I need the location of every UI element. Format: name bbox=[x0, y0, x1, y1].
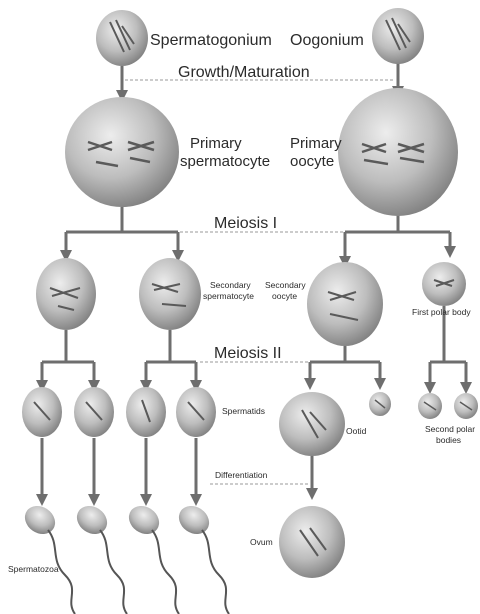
label-first-polar-body: First polar body bbox=[412, 307, 471, 317]
label-growth: Growth/Maturation bbox=[178, 64, 310, 81]
spermatid-cell-4 bbox=[176, 387, 216, 437]
ootid-cell bbox=[279, 392, 345, 456]
label-secondary-spermatocyte-1: Secondary bbox=[210, 280, 251, 290]
second-polar-body-cell-2 bbox=[418, 393, 442, 419]
secondary-spermatocyte-cell-1 bbox=[36, 258, 96, 330]
label-primary-oocyte-2: oocyte bbox=[290, 153, 334, 170]
label-differentiation: Differentiation bbox=[215, 470, 268, 480]
label-secondary-spermatocyte-2: spermatocyte bbox=[203, 291, 254, 301]
spermatozoon-3 bbox=[123, 500, 179, 614]
label-spermatogonium: Spermatogonium bbox=[150, 32, 272, 49]
label-meiosis-1: Meiosis I bbox=[214, 215, 277, 232]
label-oogonium: Oogonium bbox=[290, 32, 364, 49]
first-polar-body-cell bbox=[422, 262, 466, 306]
label-primary-spermatocyte-2: spermatocyte bbox=[180, 153, 270, 170]
ovum-cell bbox=[279, 506, 345, 578]
spermatid-cell-1 bbox=[22, 387, 62, 437]
oogonium-cell bbox=[372, 8, 424, 64]
label-meiosis-2: Meiosis II bbox=[214, 345, 282, 362]
label-secondary-oocyte-2: oocyte bbox=[272, 291, 297, 301]
spermatozoon-4 bbox=[173, 500, 229, 614]
second-polar-body-cell-3 bbox=[454, 393, 478, 419]
spermatid-cell-3 bbox=[126, 387, 166, 437]
label-primary-oocyte-1: Primary bbox=[290, 135, 342, 152]
label-second-polar-bodies-1: Second polar bbox=[425, 424, 475, 434]
label-spermatozoa: Spermatozoa bbox=[8, 564, 59, 574]
secondary-spermatocyte-cell-2 bbox=[139, 258, 201, 330]
primary-spermatocyte-cell bbox=[65, 97, 179, 207]
label-ovum: Ovum bbox=[250, 537, 273, 547]
second-polar-body-cell-1 bbox=[369, 392, 391, 416]
secondary-oocyte-cell bbox=[307, 262, 383, 346]
label-spermatids: Spermatids bbox=[222, 406, 265, 416]
spermatozoon-2 bbox=[71, 500, 127, 614]
label-secondary-oocyte-1: Secondary bbox=[265, 280, 306, 290]
label-primary-spermatocyte-1: Primary bbox=[190, 135, 242, 152]
label-ootid: Ootid bbox=[346, 426, 367, 436]
spermatid-cell-2 bbox=[74, 387, 114, 437]
spermatozoon-1 bbox=[19, 500, 75, 614]
primary-oocyte-cell bbox=[338, 88, 458, 216]
spermatogonium-cell bbox=[96, 10, 148, 66]
label-second-polar-bodies-2: bodies bbox=[436, 435, 461, 445]
